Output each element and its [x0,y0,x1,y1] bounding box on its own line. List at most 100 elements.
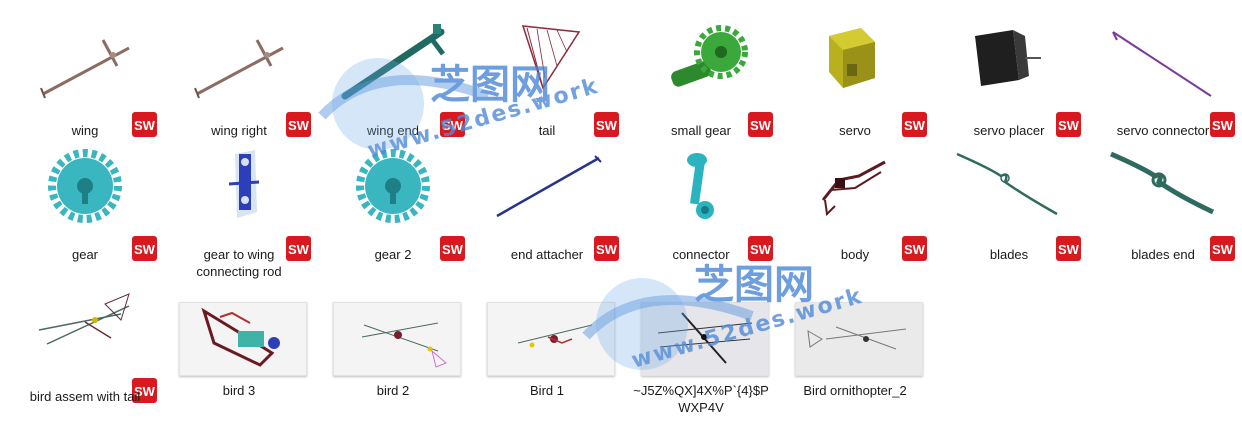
file-name: bird 2 [376,383,410,398]
svg-text:SW: SW [1212,118,1234,133]
file-name: servo placer [973,123,1045,138]
file-name: gear [71,247,99,262]
svg-text:SW: SW [904,118,926,133]
file-name: gear to wing connecting rod [196,247,282,279]
solidworks-badge-icon: SW [1209,111,1236,138]
render-icon [641,302,769,376]
file-item-wing-right[interactable]: SW wing right [164,18,314,138]
assembly-icon [25,284,145,384]
file-name: ~J5Z%QX]4X%P`{4}$P WXP4V [633,383,769,415]
file-item-small-gear[interactable]: SW small gear [626,18,776,138]
svg-text:SW: SW [442,242,464,257]
file-item-bird-2[interactable]: bird 2 [318,302,468,422]
svg-text:SW: SW [442,118,464,133]
tail-frame-icon [487,18,607,118]
file-item-render-image[interactable]: ~J5Z%QX]4X%P`{4}$P WXP4V [626,302,776,422]
solidworks-badge-icon: SW [747,235,774,262]
solidworks-badge-icon: SW [1055,235,1082,262]
file-item-gear-2[interactable]: SW gear 2 [318,142,468,262]
file-item-bird-3[interactable]: bird 3 [164,302,314,422]
file-item-blades[interactable]: SW blades [934,142,1084,262]
svg-text:SW: SW [1058,118,1080,133]
file-item-body[interactable]: SW body [780,142,930,262]
svg-text:SW: SW [1058,242,1080,257]
solidworks-badge-icon: SW [285,111,312,138]
svg-text:SW: SW [750,242,772,257]
file-name: tail [538,123,556,138]
render-icon [795,302,923,376]
solidworks-badge-icon: SW [439,235,466,262]
servo-placer-icon [949,18,1069,118]
servo-connector-icon [1103,18,1223,118]
blade-end-icon [1103,142,1223,242]
file-name: end attacher [510,247,584,262]
file-name: Bird 1 [530,383,564,398]
file-item-wing[interactable]: SW wing [10,18,160,138]
render-icon [179,302,307,376]
wing-rod-icon [179,18,299,118]
file-name: blades end [1131,247,1195,262]
file-item-bird-1[interactable]: Bird 1 [472,302,622,422]
file-item-servo-placer[interactable]: SW servo placer [934,18,1084,138]
file-item-gear[interactable]: SW gear [10,142,160,262]
solidworks-badge-icon: SW [593,111,620,138]
svg-text:SW: SW [134,384,156,399]
gear-icon [333,142,453,242]
file-name: wing end [366,123,420,138]
file-item-tail[interactable]: SW tail [472,18,622,138]
svg-text:SW: SW [750,118,772,133]
render-icon [333,302,461,376]
svg-text:SW: SW [134,118,156,133]
file-name: bird assem with tail [29,389,141,404]
file-name: connector [672,247,730,262]
file-item-bird-ornithopter-2[interactable]: Bird ornithopter_2 [780,302,930,422]
solidworks-badge-icon: SW [285,235,312,262]
svg-text:SW: SW [904,242,926,257]
solidworks-badge-icon: SW [747,111,774,138]
file-item-blades-end[interactable]: SW blades end [1088,142,1238,262]
solidworks-badge-icon: SW [1209,235,1236,262]
svg-text:SW: SW [596,242,618,257]
file-name: servo [839,123,871,138]
blade-icon [949,142,1069,242]
svg-text:SW: SW [596,118,618,133]
file-item-connector[interactable]: SW connector [626,142,776,262]
solidworks-badge-icon: SW [131,235,158,262]
solidworks-badge-icon: SW [901,235,928,262]
servo-icon [795,18,915,118]
file-item-bird-assem-with-tail[interactable]: SW bird assem with tail [10,284,160,404]
end-attacher-icon [487,142,607,242]
connector-icon [641,142,761,242]
svg-text:SW: SW [1212,242,1234,257]
connecting-rod-icon [179,142,299,242]
solidworks-badge-icon: SW [593,235,620,262]
solidworks-badge-icon: SW [131,377,158,404]
file-name: wing right [211,123,267,138]
gear-icon [25,142,145,242]
wing-rod-icon [25,18,145,118]
small-gear-icon [641,18,761,118]
file-name: gear 2 [374,247,412,262]
solidworks-badge-icon: SW [439,111,466,138]
file-name: body [840,247,870,262]
wing-end-icon [333,18,453,118]
solidworks-badge-icon: SW [901,111,928,138]
file-item-servo[interactable]: SW servo [780,18,930,138]
body-icon [795,142,915,242]
file-name: servo connector [1116,123,1210,138]
file-item-end-attacher[interactable]: SW end attacher [472,142,622,262]
svg-text:SW: SW [288,118,310,133]
svg-text:SW: SW [288,242,310,257]
file-item-gear-to-wing-connecting-rod[interactable]: SW gear to wing connecting rod [164,142,314,279]
solidworks-badge-icon: SW [1055,111,1082,138]
file-item-wing-end[interactable]: SW wing end [318,18,468,138]
file-name: bird 3 [222,383,256,398]
svg-text:SW: SW [134,242,156,257]
file-name: blades [989,247,1029,262]
file-item-servo-connector[interactable]: SW servo connector [1088,18,1238,138]
solidworks-badge-icon: SW [131,111,158,138]
render-icon [487,302,615,376]
file-name: small gear [671,123,731,138]
file-name: wing [71,123,99,138]
file-name: Bird ornithopter_2 [803,383,907,398]
